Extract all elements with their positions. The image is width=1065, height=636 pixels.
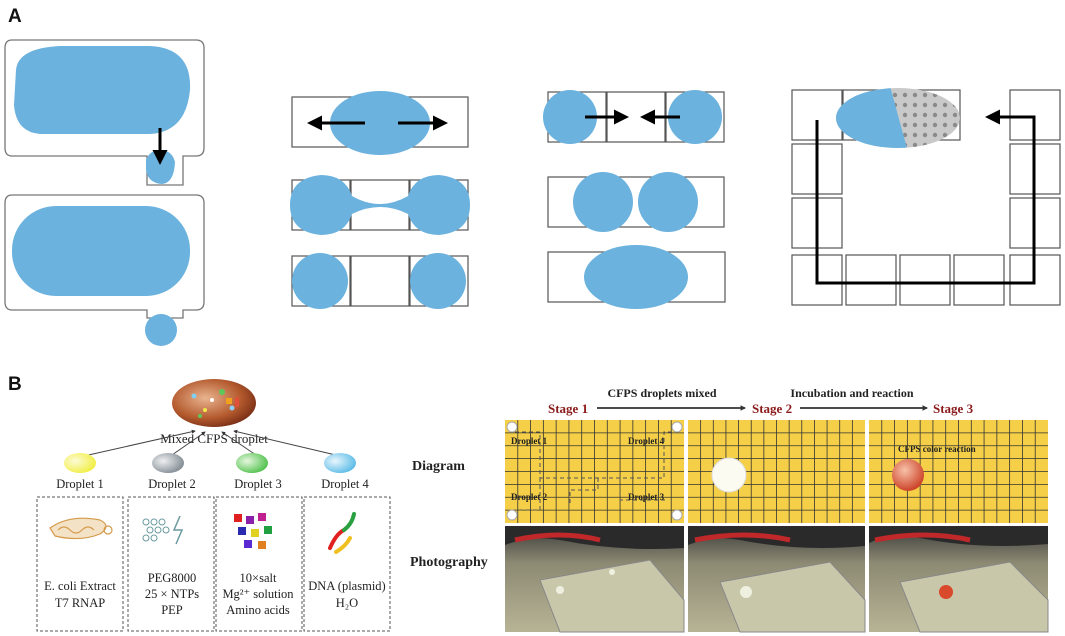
svg-text:Droplet 2: Droplet 2 — [148, 477, 196, 491]
droplet-4: Droplet 4 DNA (plasmid) H₂O — [303, 453, 391, 632]
stage-3-overlay: CFPS color reaction — [892, 444, 976, 491]
svg-text:PEP: PEP — [161, 603, 183, 617]
transition-2-label: Incubation and reaction — [790, 386, 913, 400]
stage-1-grid — [505, 420, 684, 523]
stage-1-label: Stage 1 — [548, 401, 588, 416]
svg-text:PEG8000: PEG8000 — [148, 571, 197, 585]
droplet-3: Droplet 3 10×salt Mg²⁺ solution Amino ac… — [215, 453, 303, 632]
splitting-diagram — [290, 91, 470, 309]
ecoli-icon — [49, 517, 113, 540]
droplet-1: Droplet 1 E. coli Extract T7 RNAP — [36, 453, 124, 632]
stage-2-droplet — [711, 457, 747, 493]
svg-text:Droplet 3: Droplet 3 — [628, 492, 665, 502]
row-label-photography: Photography — [410, 555, 488, 570]
svg-text:Droplet 3: Droplet 3 — [234, 477, 282, 491]
peg-ntp-icon — [142, 515, 184, 545]
reservoir-diagram — [4, 39, 205, 346]
svg-text:Droplet 4: Droplet 4 — [628, 436, 665, 446]
transport-diagram — [791, 88, 1061, 306]
panel-a-letter: A — [8, 6, 22, 27]
photo-stage-1 — [505, 526, 685, 633]
transition-1-label: CFPS droplets mixed — [607, 386, 716, 400]
photo-stage-3 — [869, 526, 1049, 633]
svg-text:Droplet 2: Droplet 2 — [511, 492, 548, 502]
dispensed-droplet-bottom — [145, 314, 177, 346]
svg-text:DNA (plasmid): DNA (plasmid) — [308, 579, 385, 593]
svg-text:H₂O: H₂O — [336, 596, 358, 610]
svg-text:Droplet 4: Droplet 4 — [321, 477, 369, 491]
mixed-cfps-droplet — [172, 379, 256, 427]
droplet-2: Droplet 2 PEG8000 25 × NTPs PEP — [127, 453, 215, 632]
merging-diagram — [543, 90, 726, 309]
svg-text:T7 RNAP: T7 RNAP — [55, 596, 105, 610]
reservoir-droplet-bottom — [12, 206, 190, 296]
stage-1-overlay: Droplet 1 Droplet 4 Droplet 2 Droplet 3 — [506, 421, 683, 521]
stage-3-label: Stage 3 — [933, 401, 974, 416]
svg-text:Amino acids: Amino acids — [226, 603, 290, 617]
svg-text:E. coli Extract: E. coli Extract — [44, 579, 116, 593]
salt-blocks-icon — [234, 513, 272, 549]
stage-3-grid — [869, 420, 1048, 523]
dna-helix-icon — [328, 512, 356, 554]
svg-text:CFPS color reaction: CFPS color reaction — [898, 444, 976, 454]
stage-2-label: Stage 2 — [752, 401, 792, 416]
mixed-droplet-label: Mixed CFPS droplet — [160, 431, 268, 446]
svg-text:Mg²⁺ solution: Mg²⁺ solution — [222, 587, 294, 601]
svg-text:25 × NTPs: 25 × NTPs — [145, 587, 199, 601]
photo-stage-2 — [688, 526, 866, 633]
droplet-arrows — [83, 429, 341, 457]
reservoir-droplet-top — [14, 46, 191, 134]
panel-b-letter: B — [8, 374, 22, 395]
svg-text:10×salt: 10×salt — [240, 571, 277, 585]
row-label-diagram: Diagram — [412, 459, 465, 474]
svg-text:Droplet 1: Droplet 1 — [56, 477, 104, 491]
svg-text:Droplet 1: Droplet 1 — [511, 436, 548, 446]
